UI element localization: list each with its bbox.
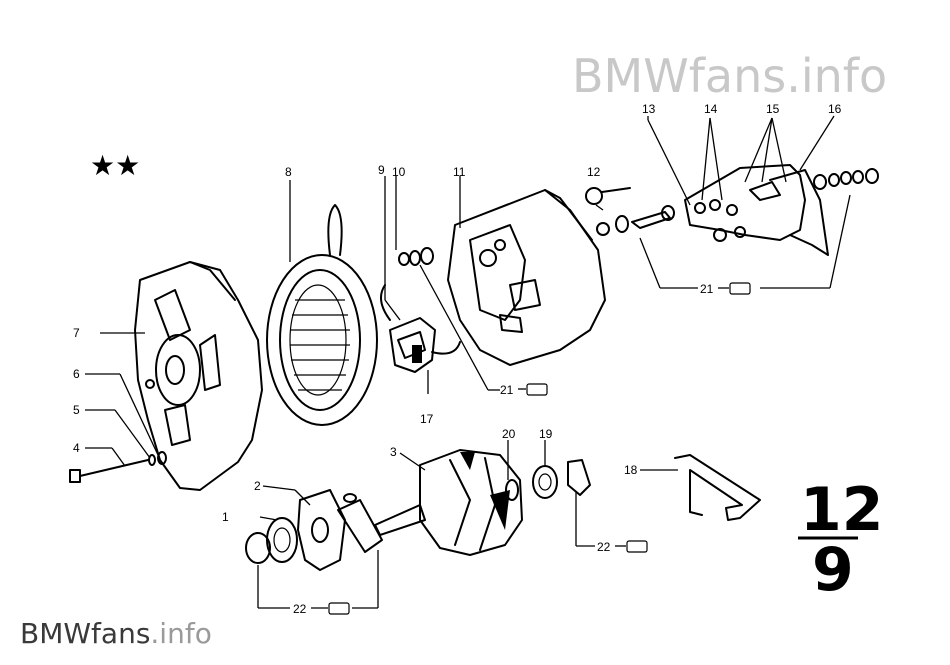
callout-20: 20 bbox=[502, 427, 516, 441]
ref-22-seal: 22 bbox=[597, 540, 611, 554]
callout-14: 14 bbox=[704, 102, 718, 116]
part-12-cap bbox=[585, 187, 631, 205]
callout-11: 11 bbox=[453, 165, 466, 179]
stars-marker: ★★ bbox=[90, 149, 140, 182]
callout-1: 1 bbox=[222, 510, 229, 524]
part-3-rotor bbox=[374, 449, 523, 556]
spacer-fan bbox=[337, 493, 383, 553]
callout-2: 2 bbox=[254, 479, 261, 493]
callout-9: 9 bbox=[378, 163, 385, 177]
page-ref-denominator: 9 bbox=[812, 535, 854, 605]
callout-7: 7 bbox=[73, 326, 80, 340]
part-8-stator bbox=[266, 204, 378, 426]
part-1-bearing bbox=[245, 517, 298, 564]
watermark-bottom: BMWfans.info bbox=[20, 617, 212, 650]
callout-5: 5 bbox=[73, 403, 80, 417]
leader-lines bbox=[85, 115, 851, 609]
part-21-bolt-set-right bbox=[596, 205, 675, 236]
callout-10: 10 bbox=[392, 165, 406, 179]
part-19-rear-bearing bbox=[532, 465, 558, 499]
callout-13: 13 bbox=[642, 102, 656, 116]
part-22-seal-ring bbox=[567, 459, 591, 496]
part-7-drive-end-housing bbox=[134, 261, 263, 491]
callout-18: 18 bbox=[624, 463, 638, 477]
part-5-washer bbox=[148, 454, 156, 466]
callout-19: 19 bbox=[539, 427, 553, 441]
part-9-brush-holder bbox=[380, 284, 461, 373]
washer-set-left bbox=[398, 247, 434, 266]
part-2-bearing-plate bbox=[297, 489, 346, 571]
ref-22-bearing: 22 bbox=[293, 602, 307, 616]
callout-3: 3 bbox=[390, 445, 397, 459]
part-6-washer bbox=[157, 451, 167, 465]
part-20-slip-ring bbox=[505, 479, 519, 501]
callout-16: 16 bbox=[828, 102, 842, 116]
callout-6: 6 bbox=[73, 367, 80, 381]
callout-4: 4 bbox=[73, 441, 80, 455]
watermark-top: BMWfans.info bbox=[572, 49, 887, 103]
ref-21-rectifier: 21 bbox=[700, 282, 714, 296]
washer-set-right bbox=[813, 168, 879, 190]
part-11-slip-ring-housing bbox=[447, 189, 606, 366]
callout-17: 17 bbox=[420, 412, 434, 426]
page-ref-numerator: 12 bbox=[800, 475, 884, 545]
part-13-16-rectifier-assembly bbox=[684, 164, 829, 256]
callout-12: 12 bbox=[587, 165, 601, 179]
callout-15: 15 bbox=[766, 102, 780, 116]
ref-box-icons bbox=[328, 282, 751, 615]
part-4-through-bolt bbox=[69, 459, 149, 483]
watermark-bottom-suffix: .info bbox=[150, 617, 211, 650]
part-18-spring-clip bbox=[674, 454, 761, 521]
callout-8: 8 bbox=[285, 165, 292, 179]
watermark-bottom-brand: BMWfans bbox=[20, 617, 150, 650]
ref-21-housing: 21 bbox=[500, 383, 514, 397]
